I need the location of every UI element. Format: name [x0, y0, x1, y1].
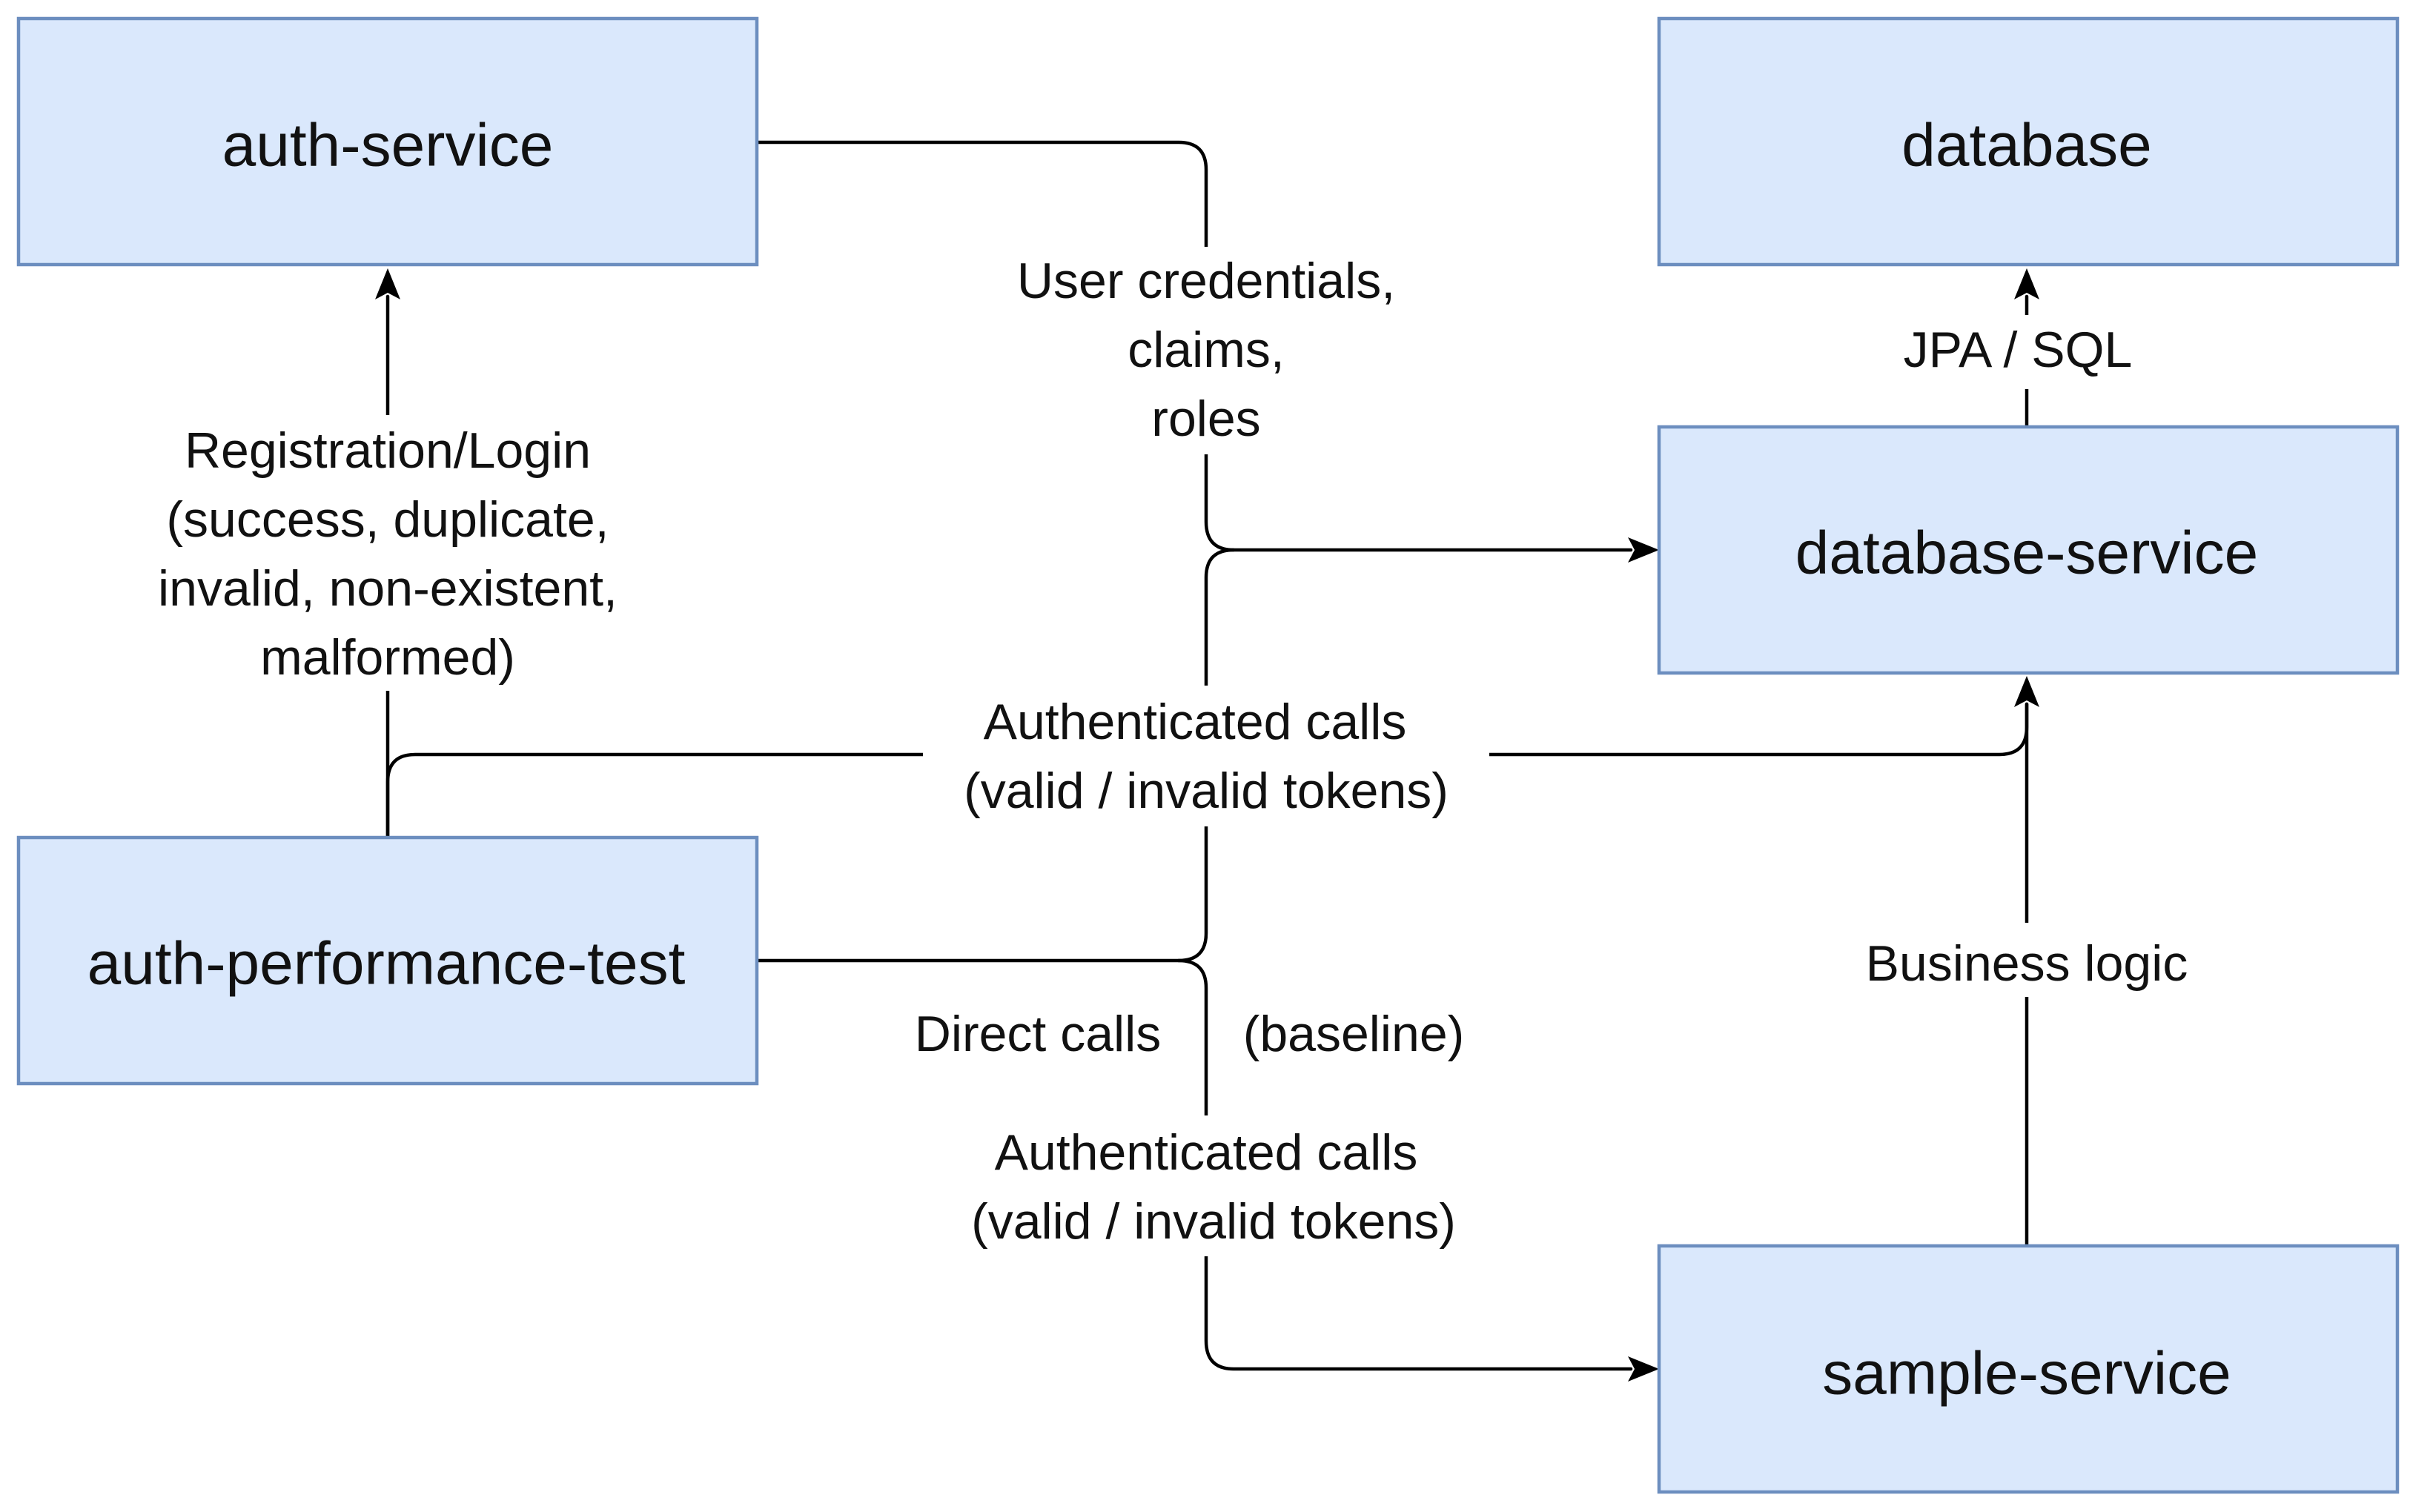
node-label: database: [1901, 112, 2151, 179]
node-label: auth-performance-test: [87, 930, 686, 998]
label-line: (valid / invalid tokens): [971, 1193, 1456, 1250]
label-registration-login: Registration/Login (success, duplicate, …: [111, 415, 664, 691]
node-auth-performance-test[interactable]: auth-performance-test: [16, 835, 759, 1086]
label-line: claims,: [1128, 322, 1285, 378]
node-label: sample-service: [1822, 1340, 2231, 1407]
label-line: Direct calls: [915, 1006, 1162, 1062]
label-line: malformed): [260, 629, 515, 686]
label-line: invalid, non-existent,: [158, 560, 618, 617]
label-line: User credentials,: [1017, 253, 1395, 309]
label-line: (success, duplicate,: [166, 491, 609, 548]
edge-line: [1176, 958, 1633, 1371]
label-line: JPA / SQL: [1904, 322, 2133, 378]
node-database-service[interactable]: database-service: [1657, 425, 2400, 675]
arrowhead: [375, 268, 400, 299]
arrowhead: [2014, 676, 2039, 707]
label-business-logic: Business logic: [1824, 923, 2230, 997]
label-line: (baseline): [1243, 1006, 1465, 1062]
edge-line: [755, 548, 1236, 963]
label-line: (valid / invalid tokens): [964, 763, 1449, 819]
label-baseline: (baseline): [1223, 997, 1490, 1071]
node-label: auth-service: [222, 112, 554, 179]
label-line: Business logic: [1866, 935, 2188, 992]
label-authenticated-calls-sample: Authenticated calls (valid / invalid tok…: [933, 1115, 1499, 1256]
label-direct-calls: Direct calls: [890, 997, 1188, 1071]
label-line: Authenticated calls: [995, 1124, 1418, 1181]
edge-direct-calls: [755, 548, 1236, 963]
label-jpa-sql: JPA / SQL: [1878, 315, 2175, 389]
node-auth-service[interactable]: auth-service: [16, 16, 759, 267]
label-line: roles: [1151, 391, 1260, 447]
label-authenticated-calls-db: Authenticated calls (valid / invalid tok…: [923, 686, 1489, 826]
label-user-credentials: User credentials, claims, roles: [979, 247, 1434, 454]
arrowhead: [1628, 537, 1659, 563]
node-database[interactable]: database: [1657, 16, 2400, 267]
node-label: database-service: [1795, 520, 2258, 587]
arrowhead: [1628, 1356, 1659, 1382]
label-line: Registration/Login: [185, 422, 591, 479]
node-sample-service[interactable]: sample-service: [1657, 1244, 2400, 1494]
label-line: Authenticated calls: [984, 694, 1407, 750]
edge-authenticated-calls-sample: [1176, 958, 1659, 1382]
arrowhead: [2014, 268, 2039, 299]
